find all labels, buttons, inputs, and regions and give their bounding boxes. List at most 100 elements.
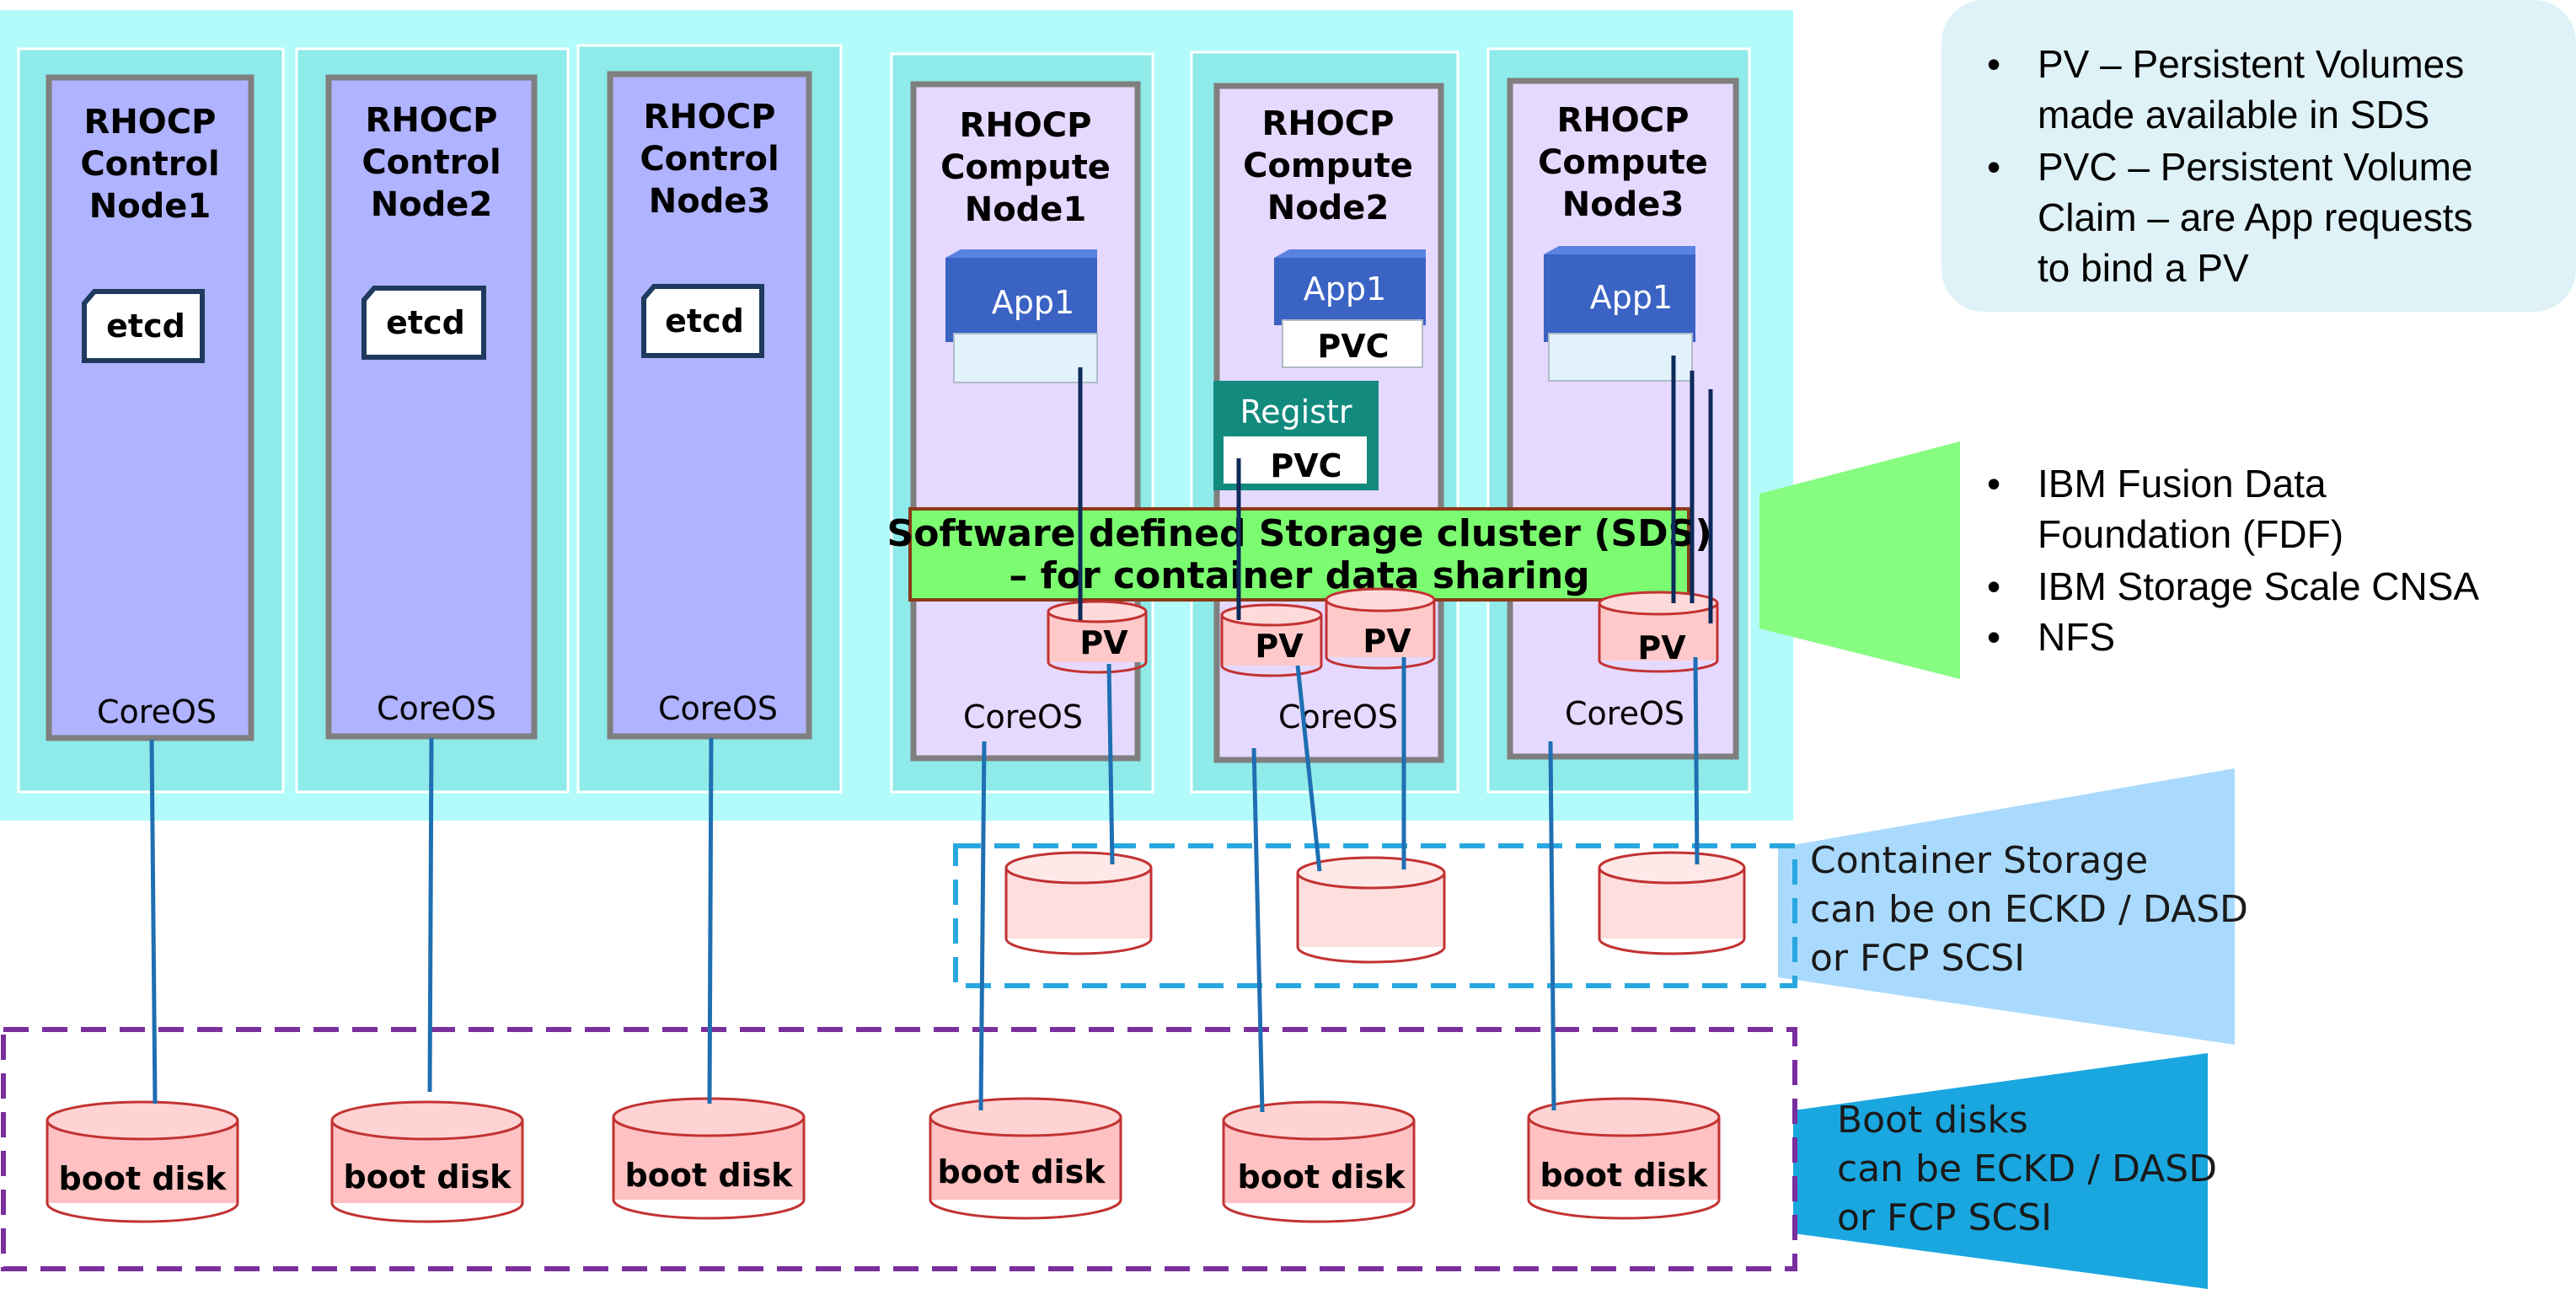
boot-disk-label-4: boot disk — [938, 1153, 1106, 1190]
coreos-label-control-1: CoreOS — [97, 693, 217, 730]
app-label-3: App1 — [1590, 279, 1673, 316]
boot-disks-box — [1, 1027, 1797, 1271]
sds-option-bullet-1: • — [1987, 462, 2000, 505]
control-node-2 — [325, 74, 538, 740]
boot-note-line1: Boot disks — [1837, 1099, 2028, 1142]
sds-option-bullet-3: • — [1987, 615, 2000, 659]
legend-item-2-line1: PVC – Persistent Volume — [2038, 145, 2472, 189]
coreos-label-control-3: CoreOS — [658, 690, 778, 727]
boot-disk-cylinder-3 — [612, 1097, 806, 1220]
app-containers — [945, 246, 1695, 383]
disk-connector-lines — [149, 656, 1700, 1113]
control-node-1-title-l3: Node1 — [89, 187, 212, 226]
storage-cylinders — [1004, 851, 1746, 964]
pv-cylinder-4 — [1598, 591, 1719, 673]
coreos-label-compute-3: CoreOS — [1565, 695, 1684, 732]
pv-label-2: PV — [1255, 628, 1304, 665]
sds-option-1-line1: IBM Fusion Data — [2038, 462, 2327, 505]
control-node-3 — [607, 71, 812, 740]
sds-title-line2: – for container data sharing — [1009, 554, 1589, 597]
compute-node-2-title-l2: Compute — [1243, 147, 1413, 185]
legend-item-2-line3: to bind a PV — [2038, 246, 2249, 290]
pv-cylinder-2 — [1220, 603, 1323, 677]
boot-disk-label-2: boot disk — [344, 1158, 512, 1195]
storage-cylinder-1 — [1004, 851, 1153, 955]
compute-node-2-title-l1: RHOCP — [1262, 104, 1395, 143]
compute-node-3-title-l3: Node3 — [1562, 185, 1684, 224]
container-storage-note-line1: Container Storage — [1810, 839, 2148, 882]
boot-disk-cylinders — [46, 1097, 1721, 1223]
legend-item-1-line1: PV – Persistent Volumes — [2038, 42, 2464, 86]
boot-note-line3: or FCP SCSI — [1837, 1196, 2052, 1239]
app-label-2: App1 — [1304, 270, 1386, 308]
storage-cylinder-3 — [1598, 851, 1746, 955]
compute-node-3-title-l2: Compute — [1538, 143, 1708, 182]
boot-note-line2: can be ECKD / DASD — [1837, 1147, 2217, 1190]
legend-item-1-line2: made available in SDS — [2038, 93, 2429, 136]
compute-node-1-title-l3: Node1 — [965, 190, 1087, 229]
app-label-1: App1 — [992, 284, 1074, 321]
etcd-label-2: etcd — [386, 304, 465, 341]
control-node-2-title-l1: RHOCP — [366, 101, 498, 140]
storage-cylinder-2 — [1296, 856, 1446, 964]
registry-pvc-label: PVC — [1270, 447, 1342, 484]
container-storage-note-line2: can be on ECKD / DASD — [1810, 888, 2248, 931]
sds-option-2: IBM Storage Scale CNSA — [2038, 564, 2479, 608]
pv-cylinder-1 — [1047, 600, 1148, 674]
compute-node-3-title-l1: RHOCP — [1557, 101, 1690, 140]
boot-disk-cylinder-6 — [1527, 1097, 1721, 1220]
control-node-3-title-l3: Node3 — [649, 182, 771, 221]
coreos-label-control-2: CoreOS — [377, 690, 496, 727]
container-icon-2 — [1274, 249, 1426, 368]
container-icon-3 — [1544, 246, 1695, 382]
legend-bullet-1: • — [1987, 42, 2000, 86]
boot-disks-shape — [1793, 1053, 2208, 1289]
legend-bullet-2: • — [1987, 145, 2000, 189]
boot-disk-cylinder-1 — [46, 1100, 239, 1223]
compute-node-2-title-l3: Node2 — [1267, 189, 1390, 227]
sds-option-1-line2: Foundation (FDF) — [2038, 512, 2343, 556]
boot-disk-label-1: boot disk — [59, 1160, 228, 1197]
etcd-label-3: etcd — [665, 302, 744, 340]
container-storage-note-line3: or FCP SCSI — [1810, 937, 2025, 980]
registry-pvc-box — [1224, 436, 1367, 484]
sds-option-bullet-2: • — [1987, 564, 2000, 608]
control-node-1-title-l1: RHOCP — [84, 103, 217, 142]
boot-disk-cylinder-5 — [1222, 1100, 1416, 1223]
control-node-1-title-l2: Control — [80, 145, 219, 184]
boot-disk-cylinder-4 — [929, 1097, 1122, 1220]
coreos-label-compute-1: CoreOS — [963, 698, 1083, 735]
pv-label-4: PV — [1637, 629, 1686, 666]
boot-disk-label-6: boot disk — [1540, 1157, 1709, 1194]
control-node-2-title-l2: Control — [361, 143, 501, 182]
compute-node-1-title-l1: RHOCP — [960, 106, 1092, 145]
registry-label: Registr — [1240, 393, 1352, 431]
boot-disk-label-5: boot disk — [1238, 1158, 1406, 1195]
container-storage-shape — [1778, 768, 2235, 1045]
boot-disk-cylinder-2 — [330, 1100, 524, 1223]
pv-cylinder-3 — [1325, 587, 1436, 670]
control-node-3-title-l1: RHOCP — [644, 98, 776, 136]
container-icon-1 — [945, 249, 1098, 383]
legend-box — [1941, 0, 2576, 312]
control-node-3-title-l2: Control — [640, 140, 779, 179]
compute-node-1-title-l2: Compute — [940, 148, 1111, 187]
pvc-bind-lines — [1078, 356, 1713, 623]
sds-bar — [908, 507, 1690, 602]
pv-cylinders — [1047, 587, 1719, 677]
container-storage-box — [953, 843, 1797, 988]
etcd-cards — [82, 284, 764, 363]
control-panels — [46, 71, 812, 741]
control-node-1 — [46, 74, 254, 741]
boot-disk-label-3: boot disk — [625, 1157, 794, 1194]
control-node-2-title-l3: Node2 — [371, 185, 493, 224]
sds-title-line1: Software defined Storage cluster (SDS) — [887, 512, 1712, 555]
etcd-label-1: etcd — [106, 308, 185, 345]
sds-option-3: NFS — [2038, 615, 2115, 659]
pv-label-1: PV — [1079, 624, 1128, 661]
pv-label-3: PV — [1363, 623, 1411, 660]
sds-pointer-shape — [1759, 441, 1960, 679]
app2-pvc-label: PVC — [1317, 328, 1389, 365]
legend-item-2-line2: Claim – are App requests — [2038, 195, 2473, 239]
